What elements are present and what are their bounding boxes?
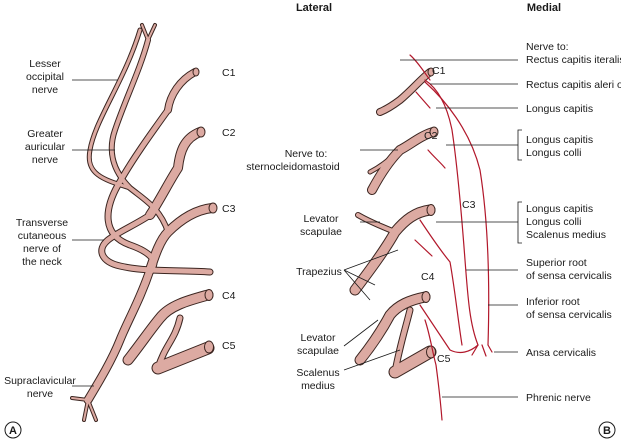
svg-text:occipital: occipital	[26, 71, 64, 83]
rectus-lateralis-line-2: Rectus capitis iteralis	[526, 54, 621, 66]
c3-group-line-1: Longus capitis	[526, 203, 593, 215]
svg-text:cutaneous: cutaneous	[18, 230, 66, 242]
c5-label: C5	[222, 340, 236, 352]
supraclavicular-label: Supraclavicular nerve	[4, 375, 76, 400]
superior-root-line-2: of sensa cervicalis	[526, 270, 612, 282]
longus-capitis-label: Longus capitis	[526, 103, 593, 115]
b-c4-root-end	[421, 291, 431, 303]
levator-2-label: Levator scapulae	[297, 332, 339, 357]
svg-text:sternocleidomastoid: sternocleidomastoid	[246, 161, 340, 173]
great-auricular-label: Greater auricular nerve	[25, 128, 66, 166]
c3-label: C3	[222, 203, 236, 215]
panel-b-illustration	[343, 54, 522, 421]
panel-b-labels: C1 C2 C3 C4 C5 Nerve to: sternocleidomas…	[246, 41, 621, 404]
right-labels: Nerve to: Rectus capitis iteralis Rectus…	[526, 41, 621, 404]
svg-text:scapulae: scapulae	[300, 226, 342, 238]
phrenic-nerve-label: Phrenic nerve	[526, 392, 591, 404]
leader-scalenus	[343, 349, 401, 371]
svg-text:A: A	[9, 425, 17, 437]
superior-root-line-1: Superior root	[526, 257, 587, 269]
c1-label: C1	[222, 67, 236, 79]
b-c5-label: C5	[437, 353, 451, 365]
svg-text:Scalenus: Scalenus	[296, 367, 339, 379]
c1-root-end	[192, 67, 200, 77]
svg-text:Transverse: Transverse	[16, 217, 68, 229]
leader-trapezius	[343, 249, 399, 301]
c3-group-line-2: Longus colli	[526, 216, 581, 228]
c4-label: C4	[222, 290, 236, 302]
inferior-root-line-2: of sensa cervicalis	[526, 309, 612, 321]
b-c2-label: C2	[424, 130, 438, 142]
c3-root-end	[208, 202, 218, 214]
c2-root-end	[196, 126, 206, 138]
svg-text:B: B	[603, 425, 611, 437]
panel-b-nerve-fills	[350, 69, 437, 378]
svg-text:Nerve to:: Nerve to:	[285, 148, 328, 160]
panel-b-marker: B	[598, 421, 616, 439]
medial-header: Medial	[527, 2, 561, 14]
svg-text:nerve: nerve	[32, 84, 58, 96]
svg-text:Levator: Levator	[300, 332, 336, 344]
c4-root-end	[204, 289, 214, 301]
levator-1-label: Levator scapulae	[300, 213, 342, 238]
panel-a-nerve-fills	[71, 24, 216, 421]
svg-text:scapulae: scapulae	[297, 345, 339, 357]
b-c3-label: C3	[462, 199, 476, 211]
svg-text:nerve: nerve	[32, 154, 58, 166]
panel-a-labels: C1 C2 C3 C4 C5 Lesser occipital nerve Gr…	[4, 58, 235, 400]
svg-text:auricular: auricular	[25, 141, 66, 153]
scm-label: Nerve to: sternocleidomastoid	[246, 148, 340, 173]
svg-text:Greater: Greater	[27, 128, 63, 140]
b-c2-root-end	[429, 126, 439, 138]
svg-text:Lesser: Lesser	[29, 58, 61, 70]
c2-group-line-2: Longus colli	[526, 147, 581, 159]
motor-branches	[409, 54, 493, 421]
b-c3-root-end	[426, 204, 436, 216]
c3-group-line-3: Scalenus medius	[526, 229, 606, 241]
c5-root-end	[204, 340, 214, 354]
b-c4-label: C4	[421, 271, 435, 283]
svg-text:nerve of: nerve of	[23, 243, 61, 255]
svg-text:Levator: Levator	[303, 213, 339, 225]
rectus-anterior-label: Rectus capitis aleri o	[526, 79, 621, 91]
panel-a-illustration	[70, 23, 218, 422]
c2-label: C2	[222, 127, 236, 139]
rectus-lateralis-line-1: Nerve to:	[526, 41, 569, 53]
ansa-cervicalis-label: Ansa cervicalis	[526, 347, 596, 359]
panel-a-marker: A	[4, 421, 22, 439]
transverse-cutaneous-label: Transverse cutaneous nerve of the neck	[16, 217, 68, 268]
trapezius-label: Trapezius	[296, 266, 342, 278]
c2-group-line-1: Longus capitis	[526, 134, 593, 146]
leader-c3-group	[436, 201, 522, 244]
svg-text:the neck: the neck	[22, 256, 62, 268]
svg-text:Supraclavicular: Supraclavicular	[4, 375, 76, 387]
b-c1-label: C1	[432, 65, 446, 77]
svg-text:nerve: nerve	[27, 388, 53, 400]
leader-levator-2	[343, 319, 379, 347]
b-c1-root-end	[427, 67, 435, 77]
lesser-occipital-label: Lesser occipital nerve	[26, 58, 64, 96]
inferior-root-line-1: Inferior root	[526, 296, 580, 308]
svg-text:medius: medius	[301, 380, 335, 392]
lateral-header: Lateral	[296, 2, 332, 14]
scalenus-medius-label: Scalenus medius	[296, 367, 339, 392]
leader-c2-group	[446, 129, 522, 161]
